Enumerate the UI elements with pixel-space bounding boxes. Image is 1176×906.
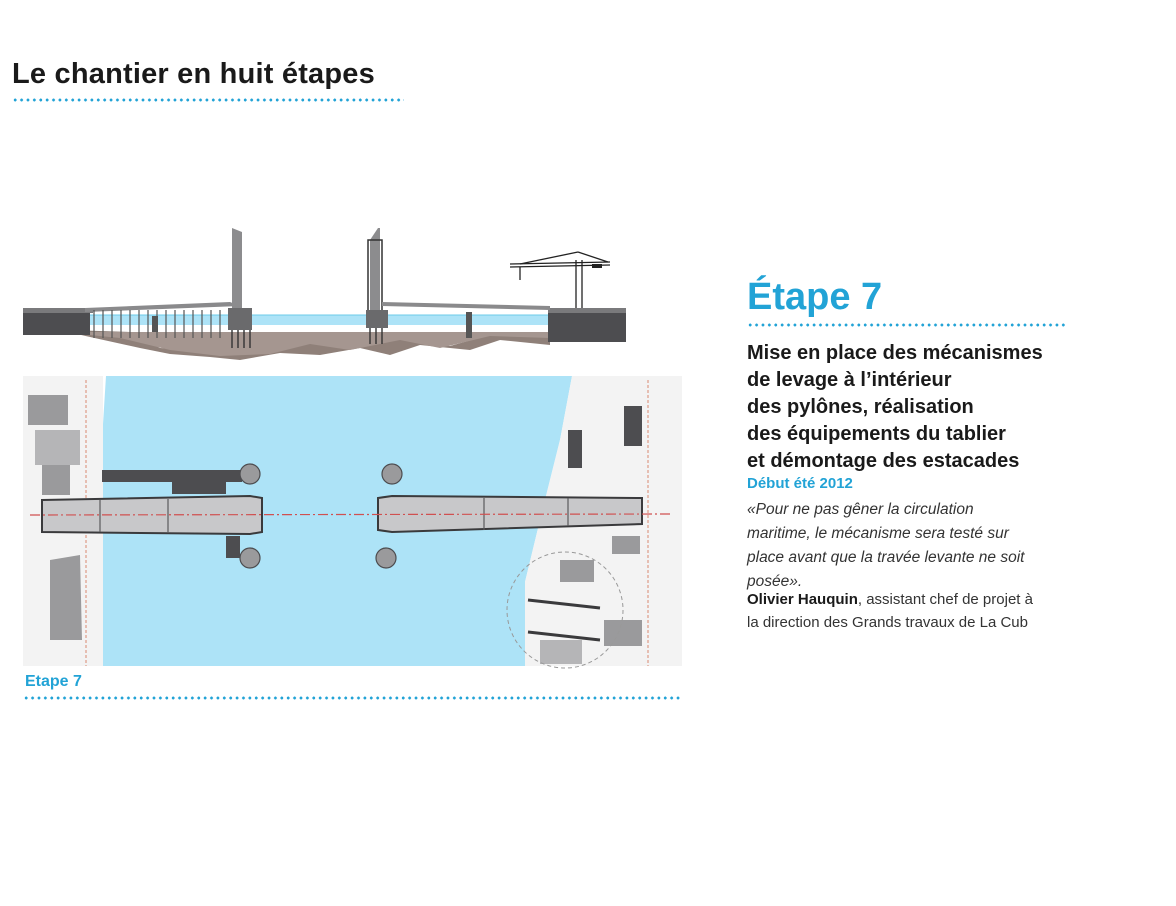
step-author: Olivier Hauquin, assistant chef de proje… [747,588,1072,634]
caption-dotted-rule [23,696,681,700]
centre-pylon [370,228,380,312]
plan-view [23,376,682,669]
step-info-panel: Étape 7 Mise en place des mécanismes de … [744,270,1074,650]
left-pylon-base [228,308,252,330]
title-dotted-rule [12,98,404,102]
left-span-divisions [99,499,169,533]
left-building-3 [42,465,70,495]
left-quay [23,308,93,313]
left-deck [85,302,240,312]
left-pylon-piles [231,330,251,348]
right-deck [382,302,550,310]
step-date: Début été 2012 [747,475,853,492]
step-description-line: des pylônes, réalisation [747,396,974,418]
bridge-diagram [23,228,682,669]
river-water [90,315,550,325]
step-title: Étape 7 [747,276,883,318]
river-plan-water [90,376,572,666]
crane-radius [506,551,624,669]
right-rails [527,598,601,642]
author-role-line1: , assistant chef de projet à [857,591,1033,608]
step-description-line: Mise en place des mécanismes [747,342,1043,364]
right-building-6 [540,640,582,664]
elevation-view [23,228,626,360]
right-dolphin-north [381,463,403,485]
right-quay [548,308,626,313]
crane-counterweight [592,264,602,268]
right-building-5 [604,620,642,646]
left-trestle-extension [172,482,226,494]
left-pylon [232,228,242,312]
left-column [152,316,158,332]
centre-pylon-piles [369,328,383,344]
quote-line: maritime, le mécanisme sera testé sur [747,525,1009,542]
quote-line: posée». [747,573,803,590]
step-description: Mise en place des mécanismes de levage à… [747,340,1072,475]
right-building-2 [624,406,642,446]
riverbed [68,330,550,360]
quote-line: place avant que la travée levante ne soi… [747,549,1025,566]
author-role-line2: la direction des Grands travaux de La Cu… [747,614,1028,631]
step-description-line: des équipements du tablier [747,423,1006,445]
left-trestle [102,470,242,482]
page-title: Le chantier en huit étapes [12,58,375,90]
centre-pylon-base [366,310,388,328]
left-trestle-piles [93,310,221,338]
left-building-4 [50,555,82,640]
right-column [466,312,472,338]
right-bank [548,312,626,342]
step-dotted-rule [747,323,1065,327]
left-dolphin-north [239,463,261,485]
figure-caption: Etape 7 [25,673,82,690]
right-building-4 [560,560,594,582]
step-description-line: et démontage des estacades [747,450,1020,472]
right-building-3 [612,536,640,554]
page-title-block: Le chantier en huit étapes [8,58,410,108]
step-description-line: de levage à l’intérieur [747,369,952,391]
left-bank [23,312,90,335]
bridge-axis-line [29,513,671,516]
left-building-2 [35,430,80,465]
left-dolphin-south [239,547,261,569]
tower-crane-icon [509,251,611,308]
right-dolphin-south [375,547,397,569]
bridge-diagram-figure: Etape 7 [20,220,682,704]
quote-line: «Pour ne pas gêner la circulation [747,501,974,518]
left-building-1 [28,395,68,425]
author-name: Olivier Hauquin [747,591,858,608]
step-quote: «Pour ne pas gêner la circulation mariti… [747,498,1072,594]
right-building-1 [568,430,582,468]
riverbed-layer [80,332,550,356]
right-span-plan [377,494,643,534]
left-stub [226,536,240,558]
